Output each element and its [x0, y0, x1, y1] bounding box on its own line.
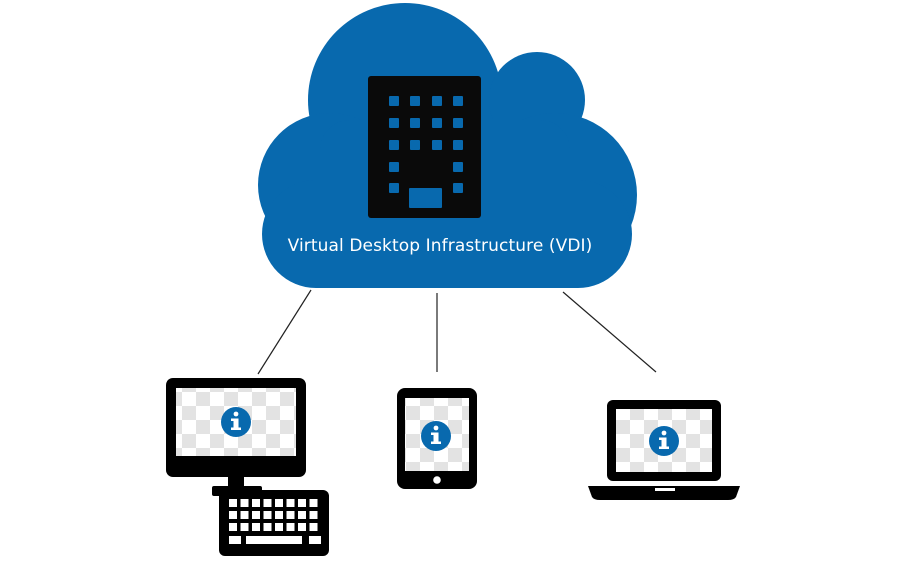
- keyboard-key: [275, 523, 283, 531]
- building-window: [432, 140, 442, 150]
- keyboard-key: [263, 499, 272, 507]
- building-icon: [368, 76, 481, 218]
- vdi-label: Virtual Desktop Infrastructure (VDI): [287, 236, 593, 256]
- building-window: [432, 96, 442, 106]
- building-window: [453, 140, 463, 150]
- building-door: [409, 188, 442, 208]
- building-window: [389, 118, 399, 128]
- keyboard-key: [252, 523, 260, 531]
- building-window: [410, 140, 420, 150]
- keyboard-key: [263, 511, 272, 519]
- building-window: [389, 162, 399, 172]
- keyboard-key: [275, 511, 283, 519]
- building-window: [389, 96, 399, 106]
- keyboard-key: [240, 499, 249, 507]
- building-window: [453, 183, 463, 193]
- desktop-info-icon: [221, 407, 251, 437]
- connector-desktop: [257, 289, 312, 375]
- keyboard-key: [309, 523, 318, 531]
- building-window: [432, 118, 442, 128]
- tablet-info-icon: [421, 421, 451, 451]
- keyboard-key: [229, 499, 237, 507]
- keyboard-key: [229, 523, 237, 531]
- keyboard-spacebar: [246, 536, 302, 544]
- keyboard-key: [298, 523, 306, 531]
- building-window: [453, 162, 463, 172]
- building-window: [453, 118, 463, 128]
- building-window: [453, 96, 463, 106]
- keyboard-key: [263, 523, 272, 531]
- connector-laptop: [562, 291, 657, 373]
- keyboard-key: [309, 511, 318, 519]
- building-window: [410, 118, 420, 128]
- keyboard-key: [252, 499, 260, 507]
- keyboard-key: [286, 523, 295, 531]
- laptop-icon: [588, 400, 740, 500]
- keyboard-key: [229, 511, 237, 519]
- building-window: [410, 96, 420, 106]
- keyboard-key: [286, 499, 295, 507]
- keyboard-key: [309, 536, 321, 544]
- tablet-home-button: [433, 476, 441, 484]
- laptop-info-icon: [649, 426, 679, 456]
- building-window: [389, 183, 399, 193]
- keyboard-key: [298, 499, 306, 507]
- keyboard-key: [252, 511, 260, 519]
- keyboard-key: [240, 523, 249, 531]
- connectors: [257, 289, 657, 375]
- desktop-computer-icon: [166, 378, 329, 556]
- keyboard-key: [275, 499, 283, 507]
- tablet-icon: [397, 388, 477, 489]
- keyboard-key: [298, 511, 306, 519]
- keyboard-key: [240, 511, 249, 519]
- keyboard-key: [309, 499, 318, 507]
- keyboard-key: [229, 536, 241, 544]
- building-window: [389, 140, 399, 150]
- keyboard-key: [286, 511, 295, 519]
